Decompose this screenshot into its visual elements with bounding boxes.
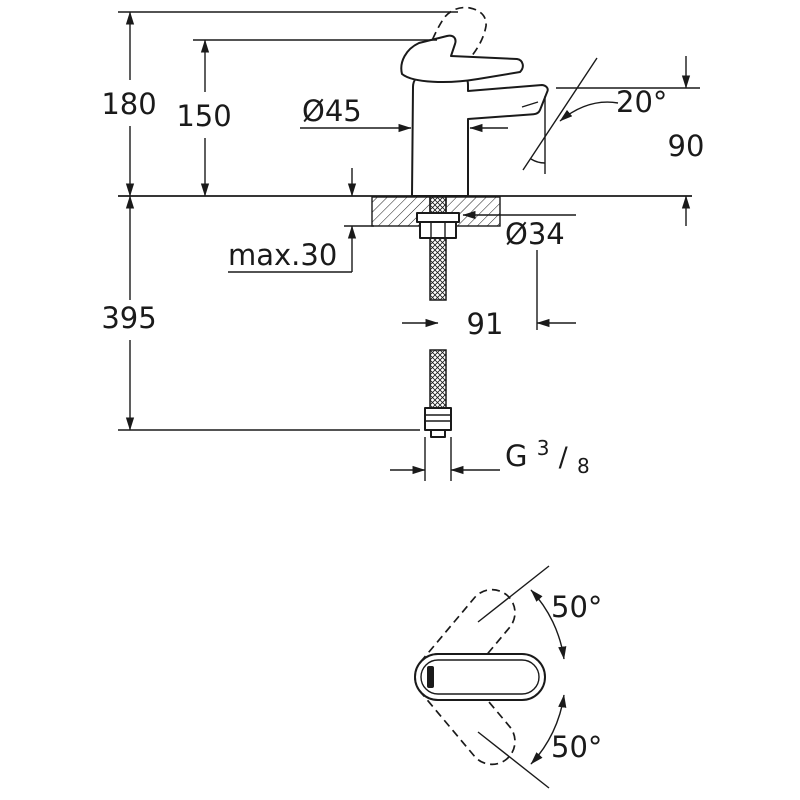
- dimension-below-deck-length: 395: [101, 195, 420, 431]
- dimension-max-deck-thickness: max.30: [228, 168, 374, 273]
- spout-angle-label: 20°: [616, 85, 667, 119]
- thread-slash: /: [559, 442, 569, 473]
- thread-numerator: 3: [537, 436, 550, 460]
- spout-projection-label: 91: [467, 307, 504, 341]
- body-height-label: 150: [176, 99, 231, 133]
- dimension-thread-size: G 3 / 8: [390, 428, 590, 481]
- faucet-lever: [400, 34, 524, 83]
- aerator-line: [521, 101, 539, 108]
- swivel-angle-top-label: 50°: [551, 590, 602, 624]
- connector-tip: [430, 429, 446, 438]
- dimension-body-height: 150: [176, 39, 437, 197]
- swivel-arc-top: [530, 589, 567, 660]
- body-diameter-label: Ø45: [302, 94, 362, 128]
- washer: [416, 212, 460, 223]
- angle-arc: [530, 158, 546, 164]
- thread-size-label: G 3 / 8: [505, 428, 590, 478]
- dimension-spout-height: 90: [556, 56, 704, 226]
- mounting-shank-and-hose: [416, 196, 460, 438]
- below-deck-length-label: 395: [101, 301, 156, 335]
- dimension-spout-angle: 20°: [522, 57, 667, 174]
- dimension-spout-projection: 91: [402, 250, 576, 341]
- lever-raised-dashed-outline: [423, 6, 487, 65]
- supply-hose-lower: [429, 349, 447, 409]
- dimension-hole-diameter: Ø34: [462, 210, 576, 251]
- faucet-body-spout: [411, 75, 549, 197]
- swivel-axis-line-top: [477, 565, 550, 623]
- hole-diameter-label: Ø34: [505, 217, 565, 251]
- mounting-nut: [419, 221, 457, 239]
- thread-prefix: G: [505, 439, 527, 473]
- spout-height-label: 90: [668, 129, 705, 163]
- swivel-arc-bottom: [530, 694, 567, 765]
- max-deck-thickness-label: max.30: [228, 238, 337, 272]
- overall-height-label: 180: [101, 87, 156, 121]
- swivel-axis-line-bottom: [477, 731, 550, 789]
- handle-inner-contour: [420, 659, 540, 695]
- dimension-overall-height: 180: [101, 11, 458, 197]
- handle-outline: [414, 653, 546, 701]
- handle-top-view: 50° 50°: [414, 565, 602, 789]
- thread-denominator: 8: [577, 454, 590, 478]
- faucet-side-view: [400, 6, 549, 197]
- dimension-body-diameter: Ø45: [300, 94, 508, 133]
- hose-connector: [424, 407, 452, 431]
- swivel-angle-bottom-label: 50°: [551, 730, 602, 764]
- leader-arrow: [559, 101, 619, 122]
- handle-pivot-marker: [427, 666, 434, 688]
